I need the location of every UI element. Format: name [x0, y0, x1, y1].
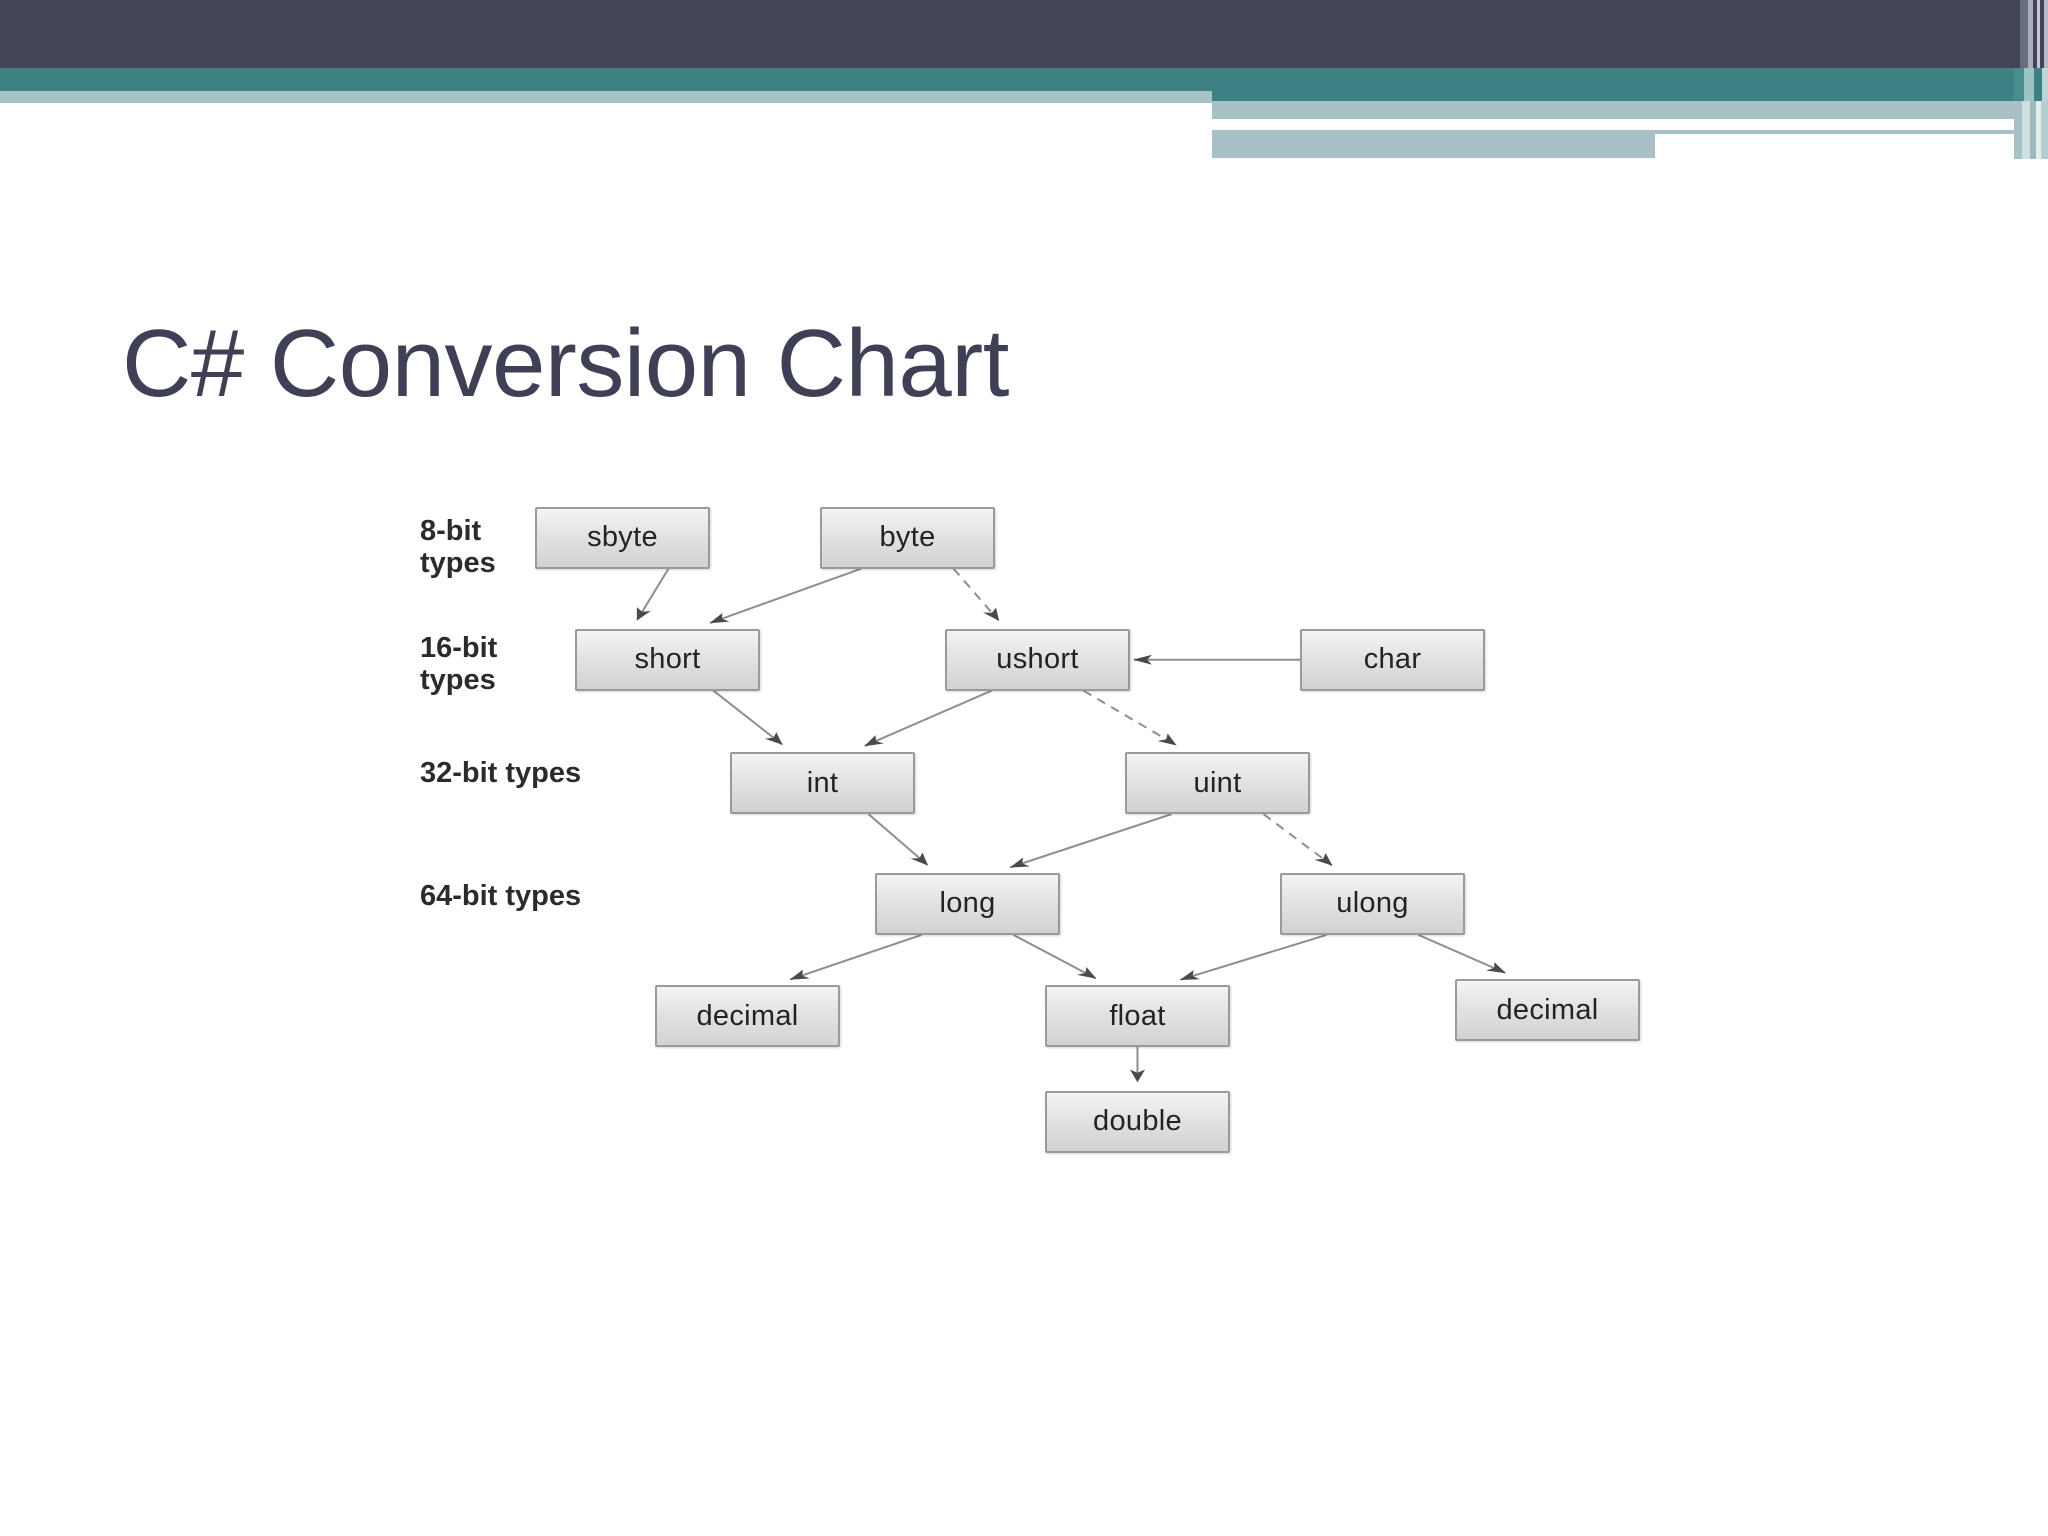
header-vstripe-3 [2028, 0, 2033, 68]
header-vstripe-pale-1 [2014, 101, 2022, 159]
edge-ushort-to-uint [1084, 691, 1177, 745]
type-box-double: double [1045, 1090, 1230, 1153]
header-vstripe-6 [2040, 0, 2044, 68]
header-vstripe-pale-4 [2036, 101, 2041, 159]
type-box-sbyte: sbyte [535, 506, 710, 569]
type-box-int: int [730, 752, 915, 815]
header-vstripe-pale-3 [2030, 101, 2036, 159]
header-vstripe-5 [2037, 0, 2040, 68]
type-box-decimal2: decimal [1455, 979, 1640, 1042]
type-box-long: long [875, 872, 1060, 935]
edge-ushort-to-int [864, 691, 992, 746]
header-vstripe-pale-2 [2022, 101, 2030, 159]
edge-byte-to-short [709, 569, 861, 623]
edge-long-to-float [1014, 935, 1096, 978]
header-dark-bar [0, 0, 2014, 68]
edge-byte-to-ushort [954, 569, 999, 621]
row-label-r16: 16-bit types [420, 632, 498, 697]
edge-long-to-decimal1 [789, 935, 921, 980]
row-label-r32: 32-bit types [420, 757, 582, 790]
conversion-diagram: 8-bit types 16-bit types 32-bit types 64-bi… [420, 500, 1740, 1160]
type-box-ushort: ushort [945, 628, 1130, 691]
header-white-slit-lower [1655, 134, 2014, 160]
row-label-r64: 64-bit types [420, 879, 582, 912]
header-vstripe-teal-2 [2024, 68, 2034, 101]
type-box-decimal1: decimal [655, 985, 840, 1048]
edge-ulong-to-decimal2 [1419, 935, 1506, 973]
edge-uint-to-long [1009, 814, 1171, 867]
edge-sbyte-to-short [637, 569, 668, 621]
header-vstripe-pale-5 [2041, 101, 2048, 159]
edge-int-to-long [869, 814, 928, 866]
edge-uint-to-ulong [1264, 814, 1332, 865]
type-box-byte: byte [820, 506, 995, 569]
type-box-uint: uint [1125, 752, 1310, 815]
type-box-ulong: ulong [1280, 872, 1465, 935]
header-light-band-left [0, 91, 1212, 103]
header-vstripe-teal-4 [2042, 68, 2048, 101]
header-vstripe-teal-1 [2014, 68, 2024, 101]
header-light-band-upper [1212, 101, 2014, 119]
header-vstripe-4 [2033, 0, 2037, 68]
type-box-char: char [1300, 628, 1485, 691]
row-label-r8: 8-bit types [420, 514, 496, 579]
edge-ulong-to-float [1179, 935, 1327, 980]
header-vstripe-7 [2044, 0, 2048, 68]
type-box-float: float [1045, 985, 1230, 1048]
header-vstripe-2 [2020, 0, 2028, 100]
header-vstripe-teal-3 [2034, 68, 2042, 101]
header-white-slit-upper [1212, 119, 1900, 130]
header-vstripe-1 [2014, 0, 2020, 68]
edge-layer [420, 500, 1506, 1082]
edge-short-to-int [714, 691, 783, 745]
page-title: C# Conversion Chart [122, 310, 1009, 417]
type-box-short: short [575, 628, 760, 691]
